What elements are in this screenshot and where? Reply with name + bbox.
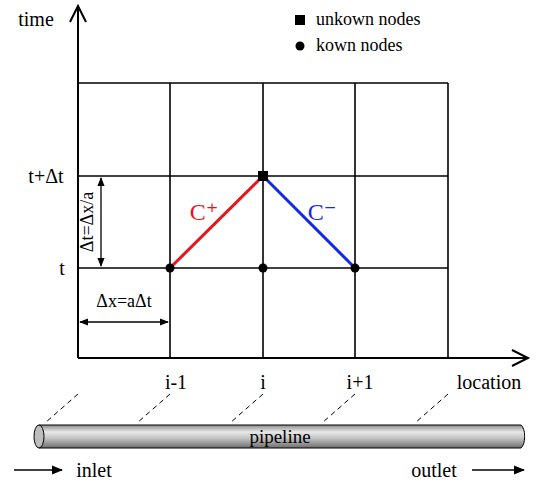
pipe-label: pipeline bbox=[249, 427, 310, 446]
projection-lines bbox=[45, 394, 448, 423]
time-level: t bbox=[59, 257, 65, 279]
legend-symbol bbox=[295, 15, 305, 25]
time-step-dimension: Δt=Δx/a bbox=[78, 192, 98, 252]
flow-label: outlet bbox=[411, 459, 457, 481]
grid-nodes bbox=[166, 171, 360, 273]
space-step-dimension: Δx=aΔt bbox=[96, 292, 151, 312]
c-minus-line bbox=[263, 176, 355, 268]
axis-title: location bbox=[457, 371, 521, 393]
section-index: i+1 bbox=[347, 371, 374, 393]
time-level: t+Δt bbox=[28, 165, 63, 187]
characteristic-label: C⁻ bbox=[308, 199, 337, 225]
c-plus-line bbox=[170, 176, 263, 268]
axis-title: time bbox=[18, 8, 54, 30]
flow-label: inlet bbox=[76, 459, 112, 481]
legend-text: kown nodes bbox=[316, 36, 403, 56]
pipeline-cylinder: pipeline bbox=[33, 424, 527, 449]
axes bbox=[70, 6, 528, 366]
section-index: i bbox=[260, 371, 266, 393]
characteristic-label: C⁺ bbox=[190, 199, 219, 225]
legend-symbol bbox=[296, 42, 305, 51]
legend-text: unkown nodes bbox=[316, 10, 421, 30]
grid-lines bbox=[78, 83, 448, 358]
section-index: i-1 bbox=[165, 371, 187, 393]
